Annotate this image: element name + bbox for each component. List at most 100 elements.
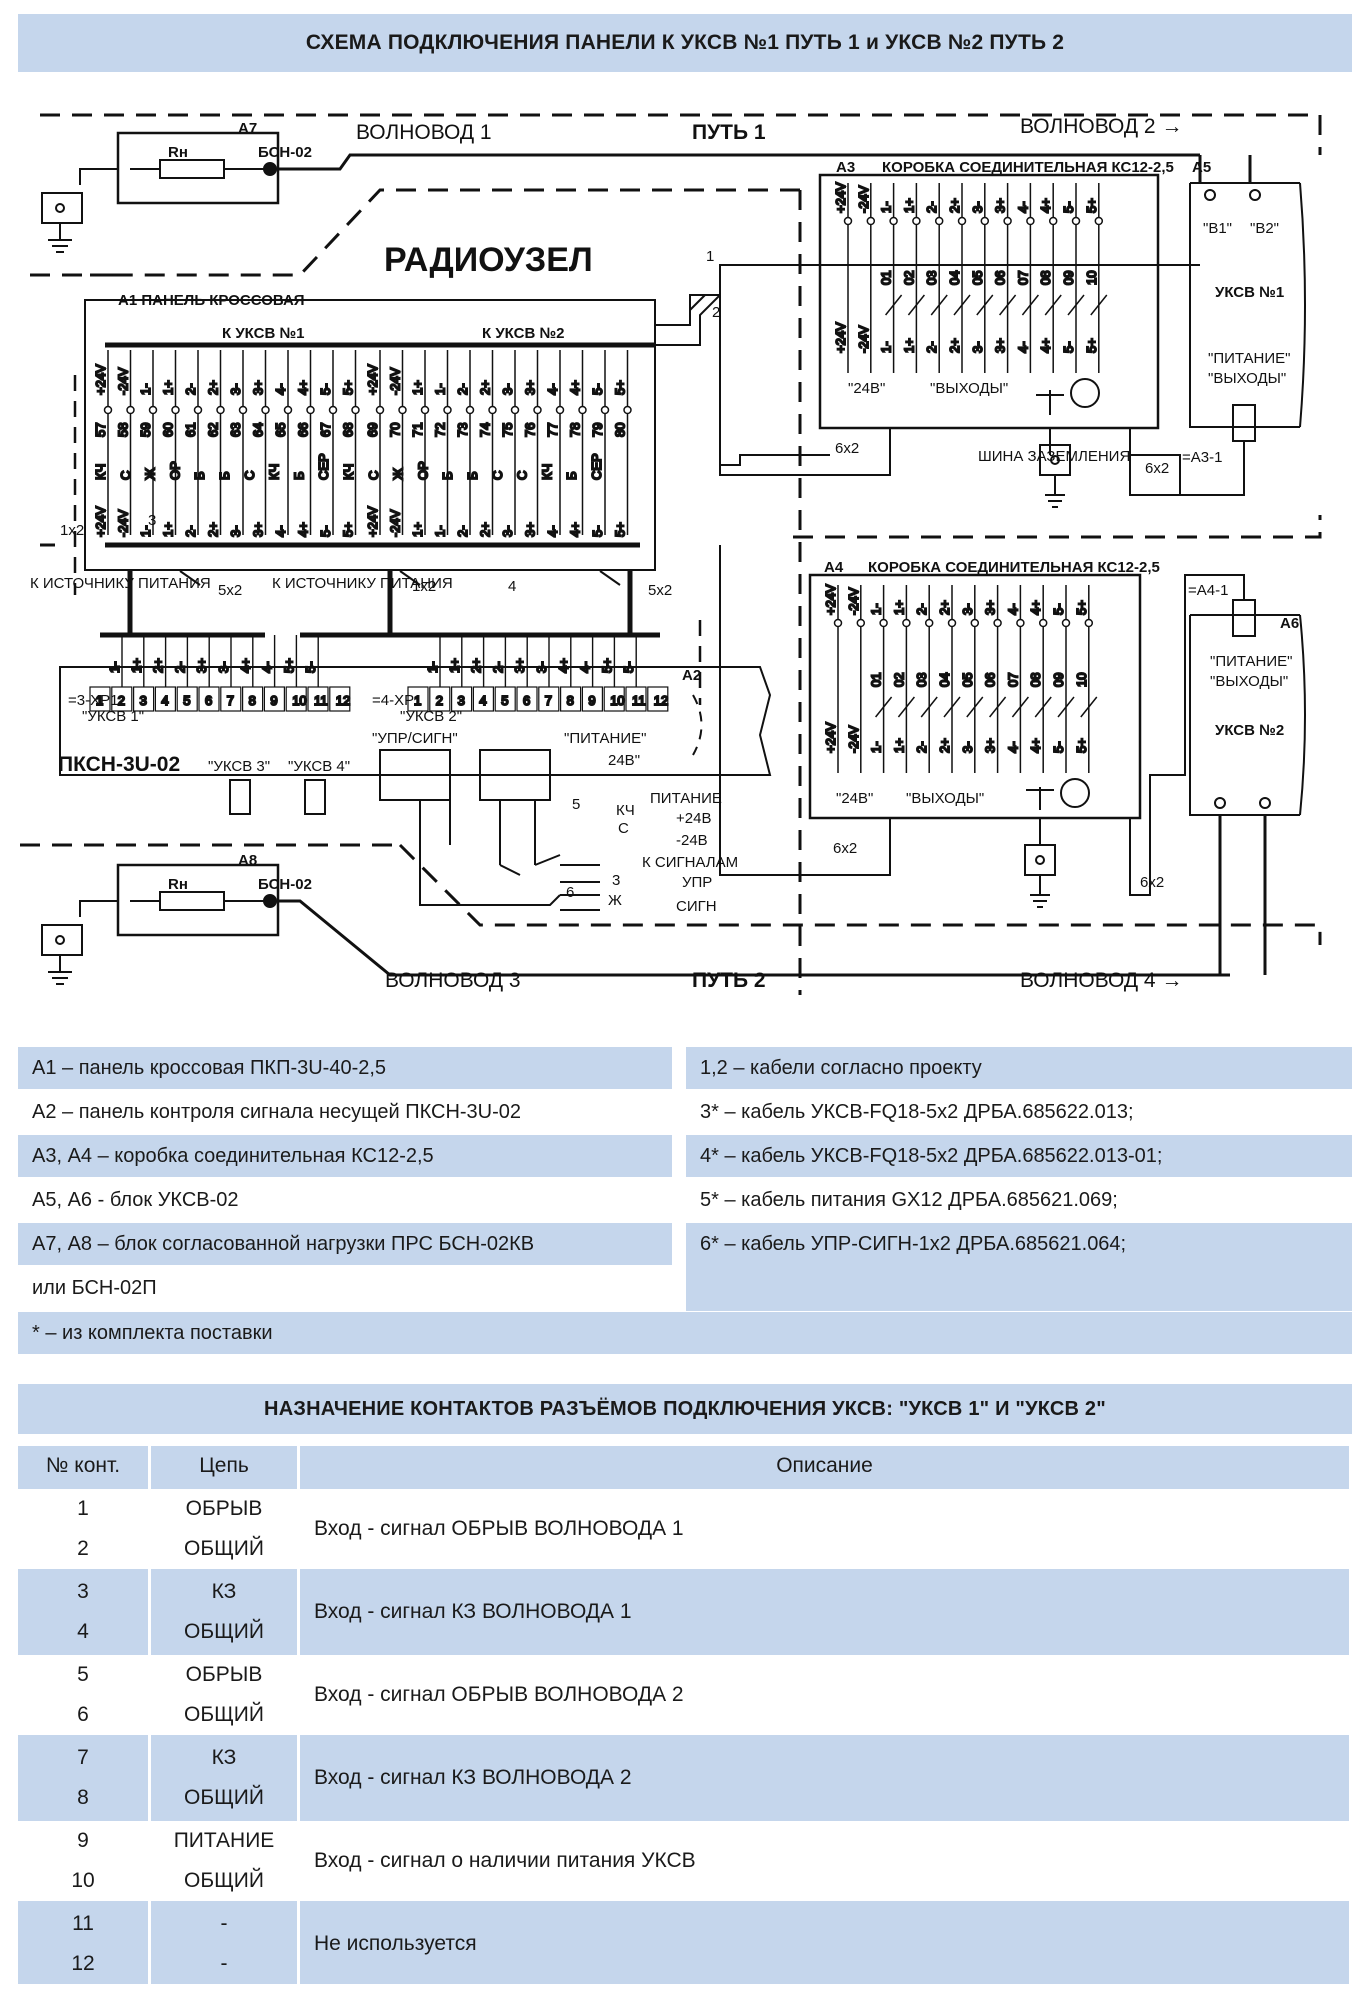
a1-terminal-dot xyxy=(238,405,248,415)
a4-jumper xyxy=(875,696,893,718)
a1-terminal-dot xyxy=(103,405,113,415)
pin-circuit: ОБЩИЙ xyxy=(149,1861,300,1903)
a3-pin-number: 06 xyxy=(993,271,1008,285)
a1-pin-number: 72 xyxy=(433,423,448,437)
page-title-bar: СХЕМА ПОДКЛЮЧЕНИЯ ПАНЕЛИ К УКСВ №1 ПУТЬ … xyxy=(18,14,1352,72)
a3-terminal-dot xyxy=(843,216,853,226)
a1-terminal-dot xyxy=(351,405,360,415)
a1-pin-number: 71 xyxy=(410,423,425,437)
a3-top-pin-label: +24V xyxy=(833,182,848,213)
a1-terminal-dot xyxy=(261,405,270,415)
a2-uksv1-pin-number: 5 xyxy=(183,693,190,708)
rn-label-2: Rн xyxy=(168,876,188,893)
waveguide-2-label: ВОЛНОВОД 2 → xyxy=(1020,115,1182,138)
a1-pin-number: 68 xyxy=(341,423,356,437)
a1-wire-color-label: Б xyxy=(291,471,306,480)
x5x2-left: 5х2 xyxy=(218,582,242,599)
a4-bottom-pin-label: 2+ xyxy=(937,738,952,753)
pin-circuit: - xyxy=(149,1901,300,1944)
a2-uksv1-top-pin-label: 1+ xyxy=(129,658,144,673)
a2-uksv1-pin-number: 12 xyxy=(336,693,350,708)
pin-number: 5 xyxy=(18,1652,151,1695)
sign-label: СИГН xyxy=(676,898,717,915)
a2-uksv1-pin-cell xyxy=(329,686,351,712)
a1-wire-color-label: С xyxy=(118,471,133,480)
pin-circuit: ОБРЫВ xyxy=(149,1486,300,1529)
a2-uksv2-pin-number: 3 xyxy=(458,693,465,708)
header-num: № конт. xyxy=(18,1446,151,1488)
a1-bottom-pin-label: +24V xyxy=(365,506,380,537)
cable-4-label: 4 xyxy=(508,578,516,595)
a1-top-pin-label: 2- xyxy=(183,383,198,395)
xp1-4-label: =4-XP1 xyxy=(372,692,422,709)
a1-top-pin-label: 5+ xyxy=(341,380,356,395)
a3-top-pin-label: 3- xyxy=(970,201,985,213)
a1-terminal-dot xyxy=(533,405,542,415)
bsn-label-2: БСН-02 xyxy=(258,876,312,893)
a4-pin-number: 09 xyxy=(1051,673,1066,687)
a3-top-pin-label: -24V xyxy=(856,185,871,213)
a4-terminal-dot xyxy=(970,618,980,628)
a1-bottom-pin-label: 3- xyxy=(500,525,515,537)
a3-jumper xyxy=(930,294,948,316)
a4-bottom-pin-label: 2- xyxy=(914,741,929,753)
a5-vyhody: "ВЫХОДЫ" xyxy=(1208,370,1286,387)
a4-jumper xyxy=(1057,696,1075,718)
a1-pin-number: 69 xyxy=(365,423,380,437)
a4-pin-number: 04 xyxy=(937,673,952,687)
three-label: 3 xyxy=(612,872,620,889)
a3-terminal-dot xyxy=(1094,216,1104,226)
xp1-3-label: =3-XP1 xyxy=(68,692,118,709)
pin-number: 8 xyxy=(18,1778,151,1820)
a1-terminal-dot xyxy=(171,405,180,415)
a2-uksv2-top-pin-label: 5- xyxy=(621,661,636,673)
cable-5-label: 5 xyxy=(572,796,580,813)
x6x2-a3: 6х2 xyxy=(835,440,859,457)
a1-bottom-pin-label: 1- xyxy=(433,525,448,537)
a1-wire-color-label: С xyxy=(490,471,505,480)
a1-wire-color-label: С xyxy=(242,471,257,480)
a4-top-pin-label: 2+ xyxy=(937,600,952,615)
a2-uksv2-pin-number: 6 xyxy=(523,693,530,708)
a4-terminal-dot xyxy=(924,618,934,628)
a1-wire-color-label: Б xyxy=(440,471,455,480)
a1-terminal-dot xyxy=(488,405,497,415)
a1-wire-color-label: Ж xyxy=(391,468,406,480)
a1-bottom-pin-label: 3+ xyxy=(251,522,266,537)
a1-bottom-pin-label: 3- xyxy=(228,525,243,537)
a4-terminal-dot xyxy=(1061,618,1071,628)
a4-bottom-pin-label: +24V xyxy=(823,722,838,753)
a4-jumper xyxy=(1080,696,1098,718)
a1-pin-number: 79 xyxy=(590,423,605,437)
pin-number: 2 xyxy=(18,1529,151,1571)
pin-description: Вход - сигнал ОБРЫВ ВОЛНОВОДА 2 xyxy=(298,1652,1352,1737)
a1-top-pin-label: 1+ xyxy=(161,380,176,395)
pins-table-row: 12- xyxy=(18,1944,1351,1984)
a2-uksv1-pin-number: 8 xyxy=(249,693,256,708)
a3-terminal-dot xyxy=(912,216,921,226)
pin-number: 6 xyxy=(18,1695,151,1737)
a1-bottom-pin-label: 5+ xyxy=(341,522,356,537)
a3-top-pin-label: 1+ xyxy=(901,198,916,213)
a3-terminal-dot xyxy=(1003,216,1012,226)
a3-terminal-dot xyxy=(1026,216,1035,226)
a2-uksv1-pin-number: 4 xyxy=(161,693,168,708)
b2-label: "В2" xyxy=(1250,220,1279,237)
a3-bottom-pin-label: 4- xyxy=(1015,341,1030,353)
a2-uksv2-pin-cell xyxy=(647,686,669,712)
v24-conn: 24В" xyxy=(608,752,640,769)
x6x2-a5: 6х2 xyxy=(1145,460,1169,477)
a1-wire-color-label: Ж xyxy=(143,468,158,480)
a1-top-pin-label: 4- xyxy=(545,383,560,395)
a4-bottom-pin-label: 3- xyxy=(960,741,975,753)
a3-bottom-pin-label: 5- xyxy=(1061,341,1076,353)
a4-jumper xyxy=(943,696,961,718)
a3-pin-number: 07 xyxy=(1015,271,1030,285)
radiouzel-title: РАДИОУЗЕЛ xyxy=(384,241,593,279)
upr-label: УПР xyxy=(682,874,712,891)
a4-jumper xyxy=(897,696,915,718)
a1-terminal-dot xyxy=(193,405,203,415)
a1-pin-number: 60 xyxy=(161,423,176,437)
